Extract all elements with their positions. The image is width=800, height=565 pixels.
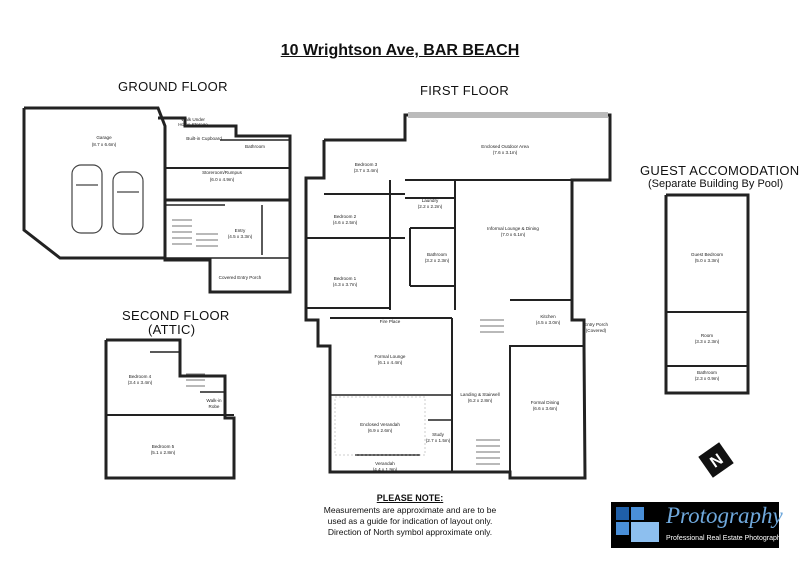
svg-text:Built-in Cupboard: Built-in Cupboard xyxy=(186,136,222,141)
svg-text:(5.0 x 3.3m): (5.0 x 3.3m) xyxy=(695,258,720,263)
svg-text:(8.7 x 6.6m): (8.7 x 6.6m) xyxy=(92,142,117,147)
svg-text:Laundry: Laundry xyxy=(422,198,439,203)
svg-text:Storeroom/Rumpus: Storeroom/Rumpus xyxy=(202,170,243,175)
svg-text:(5.1 x 2.8m): (5.1 x 2.8m) xyxy=(151,450,176,455)
svg-text:Robe: Robe xyxy=(209,404,220,409)
second-floor-label: SECOND FLOOR xyxy=(122,308,230,323)
ground-floor-label: GROUND FLOOR xyxy=(118,79,228,94)
svg-text:Enclosed Outdoor Area: Enclosed Outdoor Area xyxy=(481,144,529,149)
note-line-3: Direction of North symbol approximate on… xyxy=(327,527,493,537)
svg-text:Bathroom: Bathroom xyxy=(245,144,265,149)
svg-text:Formal Lounge: Formal Lounge xyxy=(375,354,406,359)
logo-wordmark: Protography xyxy=(666,503,783,528)
svg-text:(4.5 x 3.3m): (4.5 x 3.3m) xyxy=(228,234,253,239)
svg-text:Enclosed Verandah: Enclosed Verandah xyxy=(360,422,400,427)
svg-text:Study: Study xyxy=(432,432,444,437)
svg-text:Bedroom 1: Bedroom 1 xyxy=(334,276,357,281)
svg-text:Landing & Stairwell: Landing & Stairwell xyxy=(460,392,499,397)
svg-text:Bathroom: Bathroom xyxy=(427,252,447,257)
first-floor-label: FIRST FLOOR xyxy=(420,83,510,98)
svg-text:Entry Porch: Entry Porch xyxy=(584,322,608,327)
svg-text:(4.3 x 3.7m): (4.3 x 3.7m) xyxy=(333,282,358,287)
svg-text:Walk-in: Walk-in xyxy=(206,398,222,403)
svg-text:Bathroom: Bathroom xyxy=(697,370,717,375)
note-heading: PLEASE NOTE: xyxy=(376,493,444,503)
svg-text:(4.4 x 1.9m): (4.4 x 1.9m) xyxy=(373,467,398,472)
svg-text:(3.3 x 2.3m): (3.3 x 2.3m) xyxy=(695,339,720,344)
svg-text:(7.6 x 3.1m): (7.6 x 3.1m) xyxy=(493,150,518,155)
svg-text:Bedroom 5: Bedroom 5 xyxy=(152,444,175,449)
svg-text:(2.2 x 2.2m): (2.2 x 2.2m) xyxy=(418,204,443,209)
note-line-1: Measurements are approximate and are to … xyxy=(323,505,497,515)
note-text: Measurements are approximate and are to … xyxy=(290,505,530,538)
svg-text:(3.7 x 3.4m): (3.7 x 3.4m) xyxy=(354,168,379,173)
guest-accommodation-sub: (Separate Building By Pool) xyxy=(648,178,784,190)
svg-text:(4.6 x 2.5m): (4.6 x 2.5m) xyxy=(333,220,358,225)
svg-text:Walk Under: Walk Under xyxy=(181,117,205,122)
svg-text:Bedroom 4: Bedroom 4 xyxy=(129,374,152,379)
svg-text:(6.2 x 2.8m): (6.2 x 2.8m) xyxy=(468,398,493,403)
svg-text:(2.7 x 1.5m): (2.7 x 1.5m) xyxy=(426,438,451,443)
svg-text:Guest Bedroom: Guest Bedroom xyxy=(691,252,723,257)
plan-title: 10 Wrightson Ave, BAR BEACH xyxy=(280,42,520,59)
svg-text:Informal Lounge & Dining: Informal Lounge & Dining xyxy=(487,226,539,231)
svg-text:Formal Dining: Formal Dining xyxy=(531,400,560,405)
attic-label: (ATTIC) xyxy=(148,322,196,337)
garage-label: Garage xyxy=(96,135,112,140)
svg-text:(6.6 x 3.6m): (6.6 x 3.6m) xyxy=(533,406,558,411)
svg-text:Room: Room xyxy=(701,333,713,338)
svg-text:Entry: Entry xyxy=(235,228,246,233)
svg-text:(6.1 x 4.4m): (6.1 x 4.4m) xyxy=(378,360,403,365)
svg-text:Bedroom 2: Bedroom 2 xyxy=(334,214,357,219)
svg-text:(7.0 x 6.1m): (7.0 x 6.1m) xyxy=(501,232,526,237)
svg-text:Covered Entry Porch: Covered Entry Porch xyxy=(219,275,262,280)
svg-text:Kitchen: Kitchen xyxy=(540,314,556,319)
svg-text:(6.9 x 2.6m): (6.9 x 2.6m) xyxy=(368,428,393,433)
svg-text:Bedroom 3: Bedroom 3 xyxy=(355,162,378,167)
svg-text:Home Storage: Home Storage xyxy=(178,122,208,127)
svg-text:Fire Place: Fire Place xyxy=(380,319,401,324)
svg-text:(2.3 x 0.9m): (2.3 x 0.9m) xyxy=(695,376,720,381)
svg-text:(3.4 x 3.4m): (3.4 x 3.4m) xyxy=(128,380,153,385)
logo-tagline: Professional Real Estate Photography xyxy=(666,535,785,542)
svg-text:(Covered): (Covered) xyxy=(586,328,607,333)
svg-text:(3.2 x 2.3m): (3.2 x 2.3m) xyxy=(425,258,450,263)
svg-text:(6.0 x 4.9m): (6.0 x 4.9m) xyxy=(210,177,235,182)
svg-text:Verandah: Verandah xyxy=(375,461,395,466)
svg-text:(4.5 x 3.0m): (4.5 x 3.0m) xyxy=(536,320,561,325)
north-arrow-icon: N xyxy=(698,442,734,478)
note-line-2: used as a guide for indication of layout… xyxy=(327,516,493,526)
room-labels: Garage (8.7 x 6.6m) Walk Under Home Stor… xyxy=(92,117,724,472)
guest-accommodation-label: GUEST ACCOMODATION xyxy=(640,163,800,178)
logo-squares-icon xyxy=(616,507,659,542)
